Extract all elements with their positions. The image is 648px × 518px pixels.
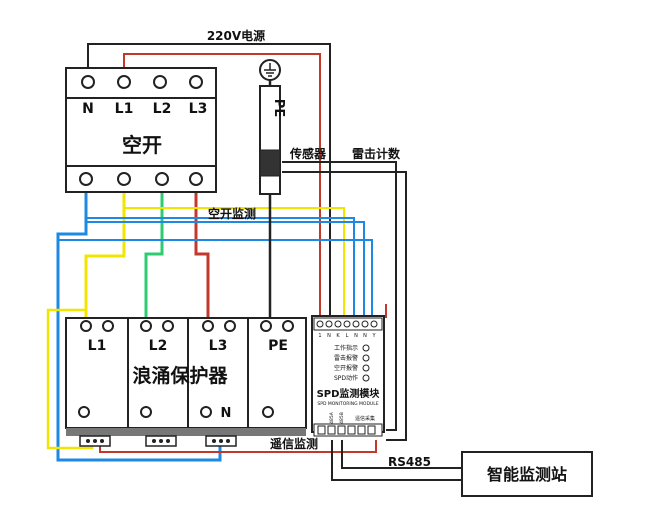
spd-module-l2: L2 [149,338,168,354]
breaker-top-screws [81,75,203,89]
breaker-terminal-l3: L3 [189,101,208,117]
module-subtitle: SPD MONITORING MODULE [317,401,378,407]
spd-monitor-module: 1 N K L N N Y 工作指示 雷击报警 空开报警 SPD动作 SPD监测… [311,315,385,437]
remote-signal-label: 遥信监测 [270,436,318,451]
sensor-wire [282,161,397,431]
lightning-wire [282,171,407,441]
spd-title: 浪涌保护器 [132,364,228,387]
module-pin-2: N [327,333,331,339]
indicator-lightning: 雷击报警 [334,354,358,362]
breaker-bottom-screws [79,172,203,186]
breaker-terminal-l1: L1 [115,101,134,117]
spd-module-l1: L1 [88,338,107,354]
module-top-pins [316,320,378,328]
station-label: 智能监测站 [487,465,567,484]
indicator-lightning-led [362,354,370,362]
breaker-title: 空开 [122,133,162,157]
remote-signal-wire [99,440,377,453]
wire-n-blue [56,188,222,462]
indicator-spd: SPD动作 [334,374,358,382]
circuit-breaker: N L1 L2 L3 空开 [65,67,217,193]
lightning-count-label: 雷击计数 [352,146,401,161]
monitor-wire-blue-2 [86,221,365,318]
pe-bar-label: PE [271,99,286,117]
spd-base [66,428,306,436]
indicator-spd-led [362,374,370,382]
rs485-label: RS485 [388,455,431,469]
monitoring-station: 智能监测站 [461,451,593,497]
indicator-breaker: 空开报警 [334,364,358,372]
monitor-wire-blue-1 [85,200,355,318]
spd-connectors [79,435,237,447]
surge-protector: L1 L2 L3 PE 浪涌保护器 N [65,317,307,447]
pe-bar: PE [259,59,286,195]
module-pin-7: Y [371,333,376,339]
indicator-breaker-led [362,364,370,372]
module-pin-485b: 485B [339,412,345,424]
module-pin-remote: 遥信采集 [355,415,375,422]
spd-module-l3: L3 [209,338,228,354]
breaker-terminal-n: N [82,101,94,117]
power-wire-n [87,43,331,318]
module-pin-6: N [363,333,367,339]
module-pin-4: L [346,333,349,339]
spd-top-screws [80,320,294,332]
indicator-working: 工作指示 [334,344,358,352]
monitor-wire-yellow [123,200,345,318]
rs485-wire-a [331,440,462,481]
sensor-label: 传感器 [289,146,327,161]
module-pin-5: N [354,333,358,339]
module-pin-1: 1 [318,333,321,339]
sensor-block [259,149,281,177]
spd-module-pe: PE [268,338,288,354]
module-pin-3: K [336,333,340,339]
spd-bottom-screws [78,406,274,418]
rs485-wire-b [341,440,462,469]
spd-n-label: N [221,406,232,421]
indicator-working-led [362,344,370,352]
monitor-wire-blue-3 [58,239,373,318]
breaker-terminal-l2: L2 [153,101,172,117]
module-title: SPD监测模块 [317,387,381,400]
power-label: 220V电源 [207,28,265,43]
module-pin-485a: 485A [329,411,335,424]
breaker-monitor-label: 空开监测 [208,206,256,221]
wire-l1-yellow [84,188,126,318]
module-bottom-pins [317,425,376,435]
